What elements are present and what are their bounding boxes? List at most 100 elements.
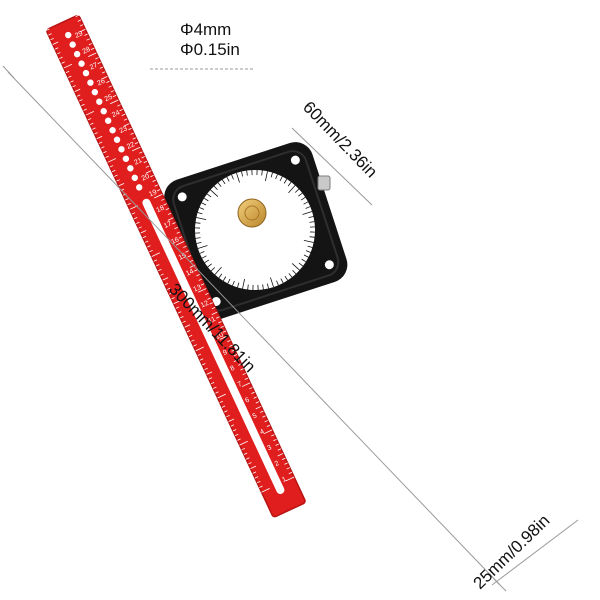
ruler-tick (149, 250, 153, 253)
ruler-number: 17 (163, 220, 173, 230)
ruler-tick (88, 52, 97, 58)
ruler-tick (221, 405, 226, 408)
ruler-tick (219, 335, 229, 340)
ruler-tick (117, 104, 121, 107)
protractor-base (164, 142, 348, 320)
ruler-tick (217, 393, 226, 399)
ruler-tick (119, 109, 123, 112)
ruler-tick (99, 66, 104, 69)
ruler-tick (151, 252, 160, 257)
ruler-tick (45, 28, 50, 31)
ruler-tick (156, 189, 161, 192)
dial-tick (204, 259, 210, 264)
ruler-tick (132, 137, 137, 140)
ruler-hole (122, 155, 130, 162)
ruler-tick (183, 245, 187, 248)
dial-tick (303, 240, 314, 243)
dial-tick (287, 181, 292, 187)
ruler-tick (105, 155, 109, 158)
ruler-tick (56, 52, 61, 55)
ruler-tick (138, 226, 142, 229)
ruler-tick (284, 462, 288, 465)
ruler-tick (176, 231, 181, 234)
ruler-tick (239, 440, 248, 446)
ruler-tick (141, 156, 145, 159)
ruler-tick (83, 108, 87, 111)
ruler-tick (101, 76, 108, 80)
ruler-tick (174, 226, 178, 230)
ruler-hole (104, 117, 112, 124)
ruler-tick (204, 367, 208, 371)
ruler-tick (63, 63, 73, 69)
ruler-tick (189, 264, 196, 268)
ruler-tick (224, 410, 228, 413)
dial-tick (270, 277, 274, 288)
dial-tick (280, 278, 284, 284)
ruler-tick (52, 41, 59, 45)
dial-tick (252, 284, 254, 290)
length-dimension: 300mm/11.81in (2, 65, 507, 592)
ruler-number: 20 (141, 173, 151, 183)
ruler-tick (211, 311, 218, 315)
ruler-tick (78, 99, 83, 102)
ruler-tick (111, 169, 116, 173)
ruler-tick (282, 457, 286, 460)
ruler-tick (125, 198, 129, 201)
dial-tick (222, 276, 227, 282)
dial-tick (196, 217, 207, 220)
ruler-tick (215, 391, 219, 394)
ruler-tick (112, 94, 117, 98)
ruler-tick (73, 10, 77, 13)
dial-tick (196, 241, 202, 244)
ruler-tick (81, 103, 85, 107)
ruler-tick (116, 179, 120, 182)
dial-tick (261, 170, 263, 176)
hole-diameter-callout: Φ4mm Φ0.15in (150, 20, 255, 70)
ruler-tick (241, 382, 251, 387)
dial-tick (199, 251, 205, 254)
ruler-tick (90, 47, 95, 50)
ruler-tick (153, 193, 163, 199)
ruler-tick (108, 85, 112, 88)
ruler-hole (136, 184, 143, 191)
ruler-tick (143, 160, 148, 164)
dial-tick (207, 263, 212, 268)
ruler-tick (110, 90, 115, 93)
ruler-tick (169, 292, 173, 295)
ruler-tick (194, 269, 198, 272)
ruler-hole (127, 165, 134, 172)
ruler-tick (193, 344, 197, 347)
ruler-tick (213, 386, 217, 389)
ruler-tick (144, 240, 149, 243)
ruler-tick (77, 19, 82, 22)
ruler-tick (245, 457, 250, 460)
dial-tick (257, 284, 259, 290)
ruler-tick (171, 297, 175, 300)
dial-tick (214, 266, 222, 275)
ruler-tick (166, 287, 171, 290)
ruler-tick (177, 311, 182, 314)
ruler-tick (206, 371, 213, 375)
dial-tick (309, 236, 315, 238)
dial-tick (221, 179, 226, 185)
dial-tick (262, 284, 264, 290)
ruler-tick (118, 182, 125, 187)
ruler-tick (218, 321, 222, 324)
ruler-tick (202, 363, 206, 366)
ruler-tick (103, 151, 107, 154)
ruler-tick (89, 122, 94, 125)
ruler-tick (130, 132, 134, 135)
ruler-tick (85, 111, 95, 116)
ruler-number: 28 (81, 46, 91, 56)
ruler-tick (161, 198, 165, 201)
dial-tick (201, 255, 207, 259)
ruler-tick (127, 202, 131, 206)
dial-tick (276, 280, 279, 286)
ruler-tick (145, 165, 150, 168)
ruler-tick (248, 462, 252, 465)
ruler-tick (216, 316, 220, 319)
ruler-tick (261, 488, 270, 493)
ruler-tick (162, 277, 169, 281)
dial-tick (283, 178, 288, 184)
